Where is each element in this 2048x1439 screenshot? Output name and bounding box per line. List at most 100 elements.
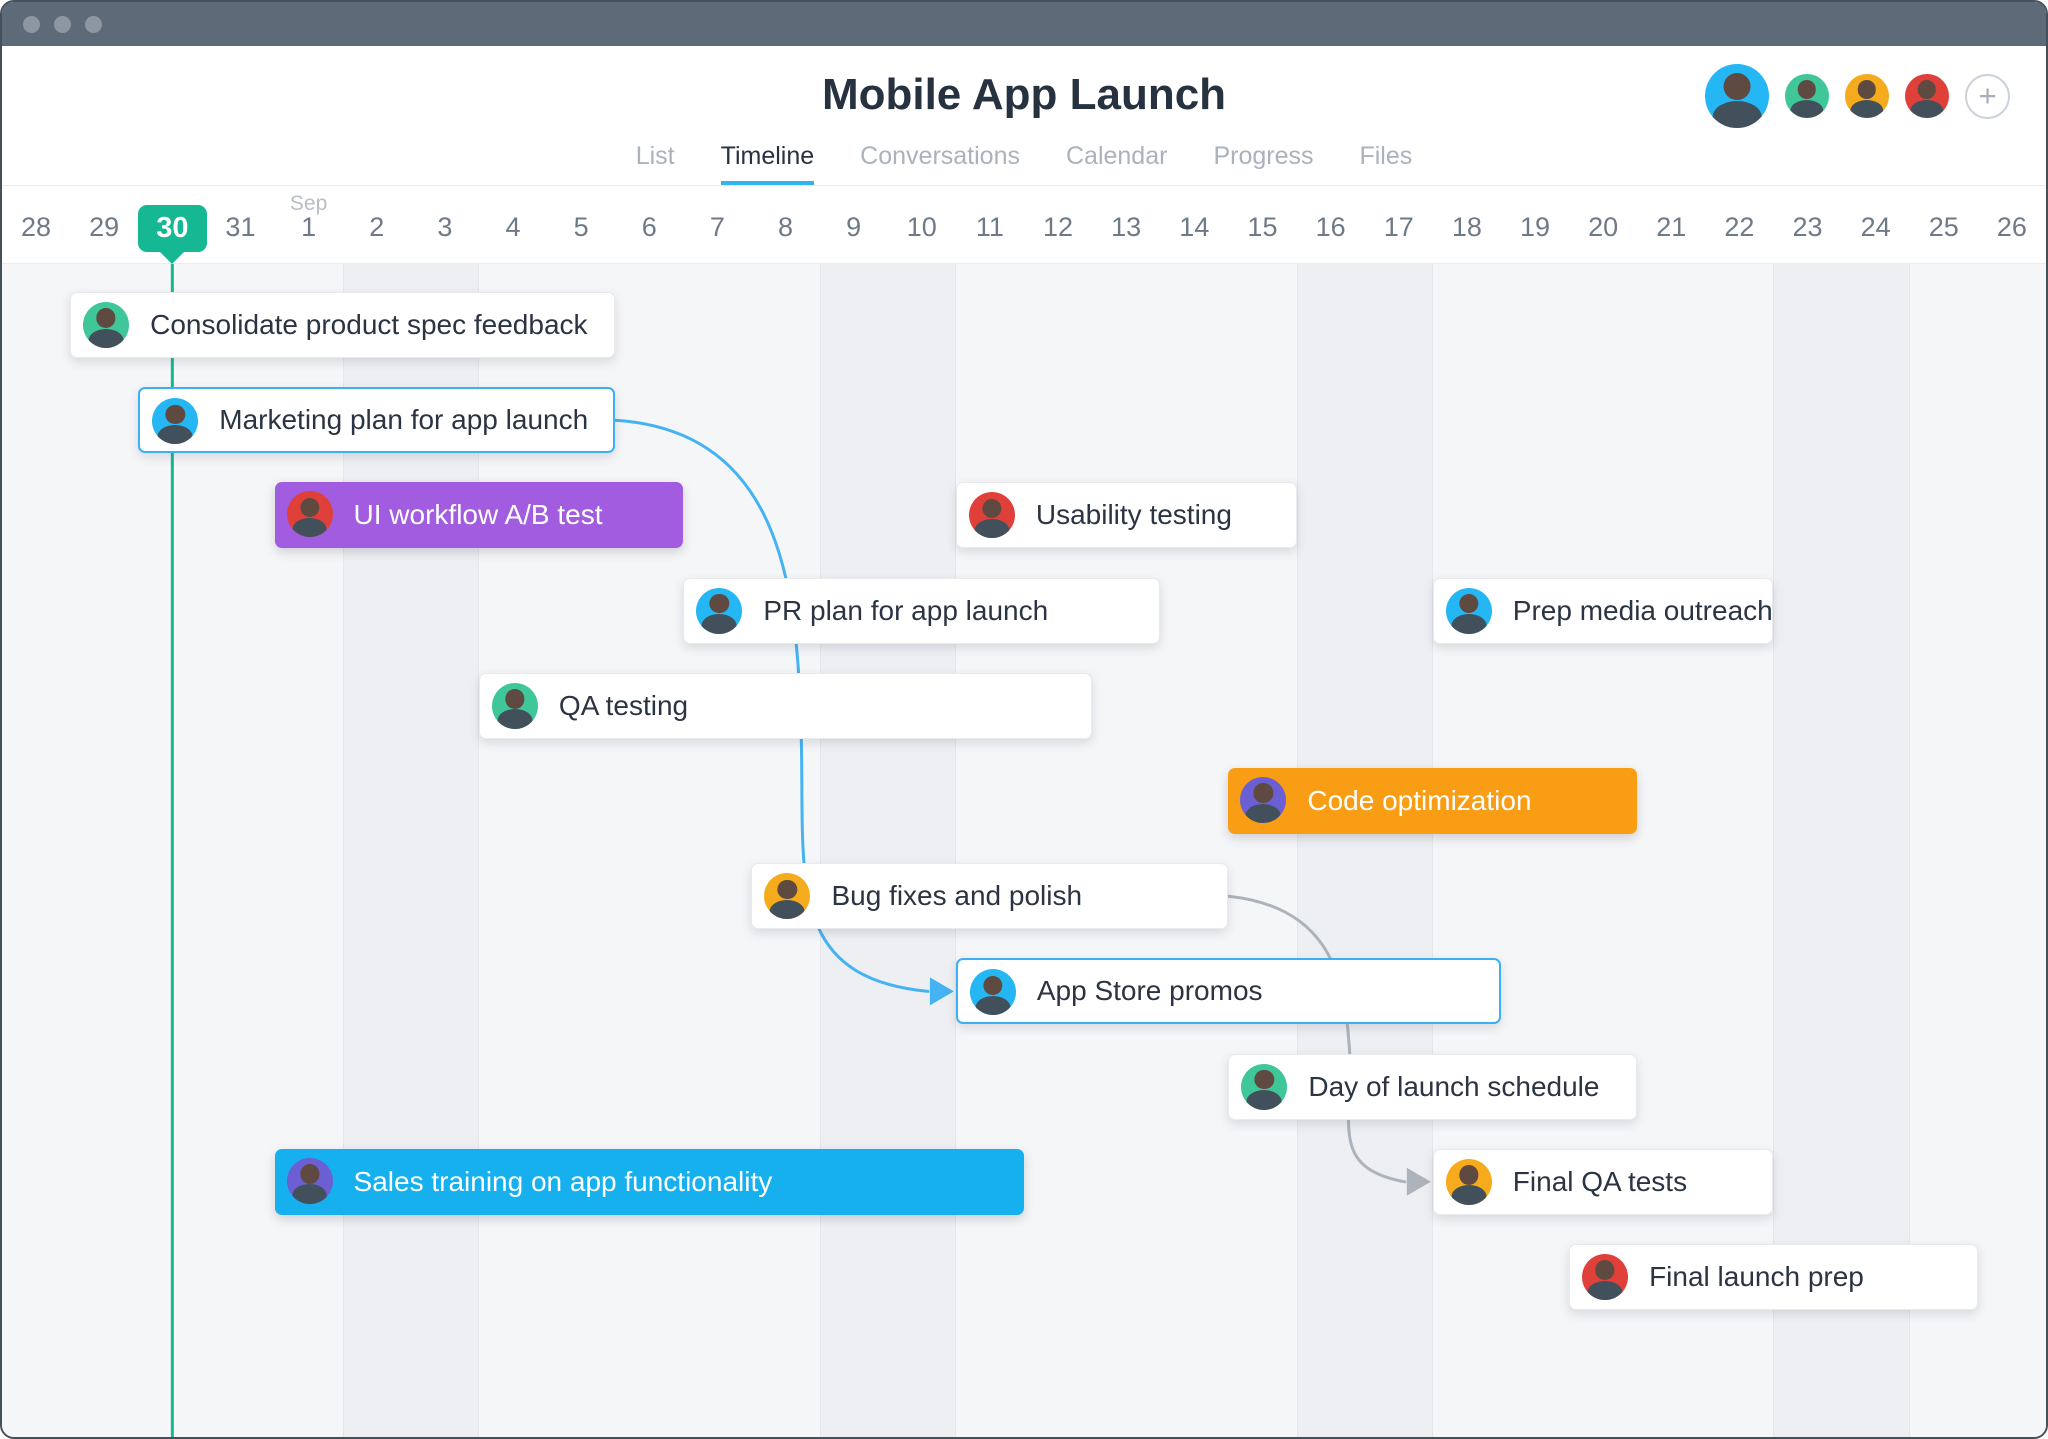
- tab-timeline[interactable]: Timeline: [720, 142, 815, 185]
- day-label: 2: [369, 212, 385, 242]
- day-label: 22: [1724, 212, 1755, 242]
- task-label: Marketing plan for app launch: [219, 404, 589, 436]
- day-label: 21: [1656, 212, 1687, 242]
- task-label: Consolidate product spec feedback: [150, 309, 588, 340]
- today-marker: 30: [137, 205, 207, 252]
- task-assignee-avatar: [1241, 1063, 1288, 1110]
- avatar[interactable]: [1905, 74, 1949, 118]
- task-label: Bug fixes and polish: [831, 880, 1083, 912]
- person-photo: [970, 969, 1016, 1015]
- day-label: 5: [573, 212, 589, 242]
- task-bar[interactable]: Bug fixes and polish: [751, 863, 1229, 930]
- tab-calendar[interactable]: Calendar: [1065, 142, 1168, 170]
- weekend-band: [1773, 264, 1910, 1437]
- day-label: 28: [21, 212, 52, 242]
- person-photo: [287, 491, 333, 537]
- task-bar[interactable]: Usability testing: [955, 482, 1297, 549]
- person-photo: [1705, 64, 1769, 128]
- task-bar[interactable]: UI workflow A/B test: [274, 482, 684, 549]
- task-bar[interactable]: PR plan for app launch: [683, 577, 1161, 644]
- member-avatars: +: [1705, 63, 2010, 129]
- task-bar[interactable]: App Store promos: [955, 958, 1501, 1025]
- person-photo: [1240, 777, 1286, 823]
- tab-conversations[interactable]: Conversations: [860, 142, 1020, 170]
- window-dot-icon[interactable]: [23, 15, 40, 33]
- day-label: 9: [846, 212, 862, 242]
- task-assignee-avatar: [696, 587, 743, 634]
- day-label: 26: [1996, 212, 2027, 242]
- task-label: App Store promos: [1036, 975, 1263, 1007]
- task-label: Sales training on app functionality: [353, 1165, 773, 1197]
- task-bar[interactable]: Marketing plan for app launch: [138, 387, 616, 454]
- window-dot-icon[interactable]: [54, 15, 71, 33]
- day-label: 13: [1111, 212, 1142, 242]
- day-label: 12: [1043, 212, 1074, 242]
- tab-progress[interactable]: Progress: [1213, 142, 1314, 170]
- page-title: Mobile App Launch: [821, 70, 1227, 119]
- task-bar[interactable]: Sales training on app functionality: [274, 1148, 1024, 1215]
- avatar[interactable]: [1785, 74, 1829, 118]
- task-label: Usability testing: [1035, 499, 1232, 531]
- day-label: 10: [906, 212, 937, 242]
- weekend-band: [819, 264, 956, 1437]
- person-photo: [1785, 74, 1829, 118]
- avatar[interactable]: [1705, 64, 1769, 128]
- task-assignee-avatar: [286, 491, 333, 538]
- add-member-button[interactable]: +: [1965, 73, 2010, 119]
- person-photo: [492, 683, 538, 729]
- task-bar[interactable]: Prep media outreach: [1432, 577, 1774, 644]
- task-label: Final QA tests: [1512, 1165, 1688, 1197]
- avatar[interactable]: [1845, 74, 1889, 118]
- task-assignee-avatar: [1582, 1254, 1629, 1300]
- window-dot-icon[interactable]: [85, 15, 102, 33]
- task-assignee-avatar: [491, 682, 538, 729]
- task-bar[interactable]: Consolidate product spec feedback: [70, 292, 616, 358]
- task-label: UI workflow A/B test: [353, 499, 603, 531]
- task-label: Final launch prep: [1649, 1261, 1864, 1292]
- task-assignee-avatar: [968, 492, 1015, 539]
- person-photo: [287, 1158, 333, 1204]
- person-photo: [152, 398, 198, 444]
- task-bar[interactable]: Final launch prep: [1569, 1244, 1978, 1310]
- day-label: 14: [1179, 212, 1210, 242]
- day-label: 4: [505, 212, 521, 242]
- task-assignee-avatar: [1445, 1158, 1492, 1205]
- person-photo: [1241, 1064, 1287, 1110]
- person-photo: [1905, 74, 1949, 118]
- app-header: Mobile App Launch List Timeline Conversati…: [2, 46, 2046, 186]
- task-label: QA testing: [558, 689, 689, 721]
- task-bar[interactable]: QA testing: [478, 672, 1093, 739]
- window-chrome: [2, 2, 2046, 46]
- tab-bar: List Timeline Conversations Calendar Progres…: [2, 142, 2046, 185]
- task-assignee-avatar: [1445, 587, 1492, 634]
- task-label: Prep media outreach: [1512, 594, 1773, 626]
- task-assignee-avatar: [1240, 777, 1287, 823]
- person-photo: [1582, 1254, 1628, 1300]
- person-photo: [764, 873, 810, 919]
- task-label: PR plan for app launch: [763, 594, 1049, 626]
- task-assignee-avatar: [83, 302, 130, 348]
- day-label: 23: [1792, 212, 1823, 242]
- task-bar[interactable]: Day of launch schedule: [1228, 1053, 1638, 1120]
- tab-list[interactable]: List: [635, 142, 675, 170]
- person-photo: [1845, 74, 1889, 118]
- task-bar[interactable]: Code optimization: [1228, 768, 1638, 834]
- tab-files[interactable]: Files: [1359, 142, 1413, 170]
- task-assignee-avatar: [969, 969, 1016, 1016]
- day-label: 25: [1928, 212, 1959, 242]
- person-photo: [1446, 1159, 1492, 1205]
- day-label: 18: [1451, 212, 1482, 242]
- task-assignee-avatar: [152, 398, 199, 445]
- day-label: 3: [437, 212, 453, 242]
- task-assignee-avatar: [286, 1157, 333, 1204]
- task-label: Code optimization: [1307, 785, 1532, 816]
- day-label: 15: [1247, 212, 1278, 242]
- task-label: Day of launch schedule: [1308, 1070, 1600, 1102]
- day-label: 6: [641, 212, 657, 242]
- task-bar[interactable]: Final QA tests: [1432, 1148, 1774, 1215]
- day-label: 29: [89, 212, 120, 242]
